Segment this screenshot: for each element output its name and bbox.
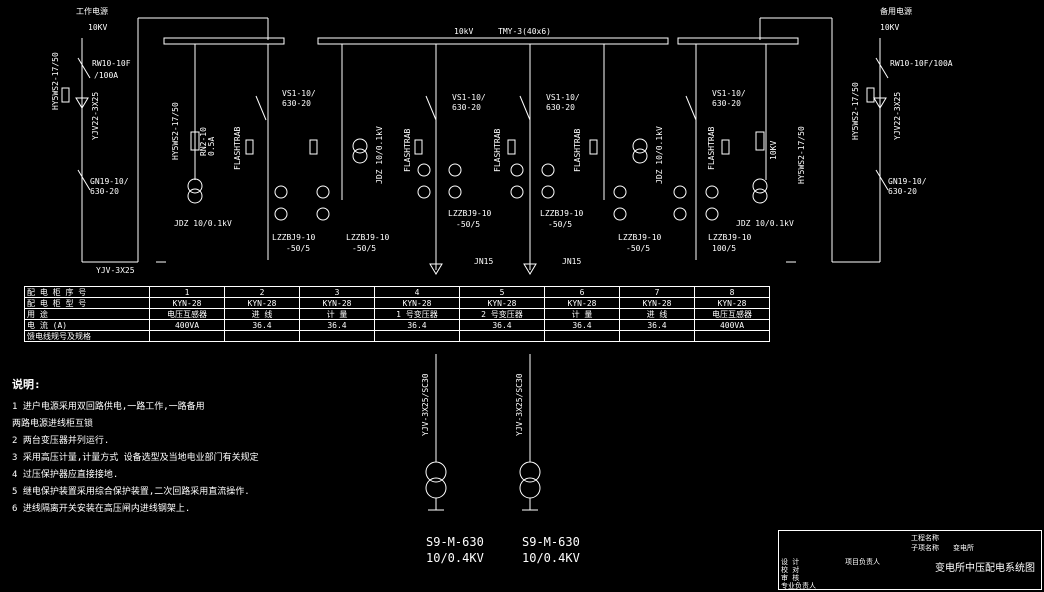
device-label: VS1-10/ bbox=[712, 89, 746, 98]
right-switch-rating: 630-20 bbox=[888, 187, 917, 196]
row-header: 配 电 柜 序 号 bbox=[24, 286, 150, 298]
device-label: RN2-10 bbox=[199, 127, 208, 156]
device-label: FLASHTRAB bbox=[403, 128, 412, 172]
left-fuse-rating: /100A bbox=[94, 71, 118, 80]
title-block-project: 变电所 bbox=[953, 544, 974, 552]
role: 审 核 bbox=[781, 574, 800, 582]
transformer-1-ratio: 10/0.4KV bbox=[426, 551, 484, 565]
device-label: -50/5 bbox=[548, 220, 572, 229]
device-label: HY5WS2-17/50 bbox=[171, 102, 180, 160]
device-label: LZZBJ9-10 bbox=[448, 209, 492, 218]
right-source-voltage: 10KV bbox=[880, 23, 899, 32]
device-label: FLASHTRAB bbox=[493, 128, 502, 172]
left-fuse: RW10-10F bbox=[92, 59, 131, 68]
role: 项目负责人 bbox=[845, 558, 880, 566]
transformer-1-model: S9-M-630 bbox=[426, 535, 484, 549]
device-label: 10KV bbox=[769, 141, 778, 160]
feeder-cable-1: YJV-3X25/SC30 bbox=[421, 373, 430, 436]
device-label: JDZ 10/0.1kV bbox=[655, 126, 664, 184]
device-label: HY5WS2-17/50 bbox=[797, 126, 806, 184]
device-label: FLASHTRAB bbox=[233, 126, 242, 170]
device-label: LZZBJ9-10 bbox=[708, 233, 752, 242]
transformer-2-ratio: 10/0.4KV bbox=[522, 551, 580, 565]
left-switch-rating: 630-20 bbox=[90, 187, 119, 196]
busbar-voltage: 10kV bbox=[454, 27, 473, 36]
device-label: 630-20 bbox=[452, 103, 481, 112]
title-block: 工程名称 子项名称 变电所 变电所中压配电系统图 设 计 校 对 审 核 专业负… bbox=[778, 530, 1042, 590]
device-label: FLASHTRAB bbox=[573, 128, 582, 172]
device-label: JDZ 10/0.1kV bbox=[174, 219, 232, 228]
device-label: LZZBJ9-10 bbox=[618, 233, 662, 242]
left-arrester: HY5WS2-17/50 bbox=[51, 52, 60, 110]
device-label: -50/5 bbox=[352, 244, 376, 253]
right-arrester: HY5WS2-17/50 bbox=[851, 82, 860, 140]
device-label: JDZ 10/0.1kV bbox=[375, 126, 384, 184]
row-header: 用 途 bbox=[24, 308, 150, 320]
device-label: -50/5 bbox=[626, 244, 650, 253]
switchgear-schedule: 配 电 柜 序 号 1 2 3 4 5 6 7 8 配 电 柜 型 号 KYN-… bbox=[24, 286, 770, 342]
notes-heading: 说明: bbox=[12, 378, 41, 391]
device-label: 630-20 bbox=[546, 103, 575, 112]
left-cable-head: YJV22-3X25 bbox=[91, 92, 100, 140]
note-item: 3 采用高压计量,计量方式 设备选型及当地电业部门有关规定 bbox=[12, 453, 259, 463]
note-item: 1 进户电源采用双回路供电,一路工作,一路备用 bbox=[12, 402, 205, 412]
table-row: 配 电 柜 序 号 1 2 3 4 5 6 7 8 bbox=[24, 286, 770, 298]
device-label: -50/5 bbox=[456, 220, 480, 229]
note-item: 5 继电保护装置采用综合保护装置,二次回路采用直流操作. bbox=[12, 487, 250, 497]
left-cable: YJV-3X25 bbox=[96, 266, 135, 275]
note-item: 4 过压保护器应直接接地. bbox=[12, 470, 119, 480]
device-label: LZZBJ9-10 bbox=[346, 233, 390, 242]
device-label: 630-20 bbox=[282, 99, 311, 108]
device-label: LZZBJ9-10 bbox=[272, 233, 316, 242]
device-label: VS1-10/ bbox=[282, 89, 316, 98]
left-source-title: 工作电源 bbox=[76, 6, 108, 16]
note-item: 6 进线隔离开关安装在高压闸内进线钢架上. bbox=[12, 504, 191, 514]
title-block-org1: 工程名称 bbox=[911, 534, 939, 542]
role: 专业负责人 bbox=[781, 582, 816, 590]
table-row: 配 电 柜 型 号 KYN-28 KYN-28 KYN-28 KYN-28 KY… bbox=[24, 297, 770, 309]
left-switch: GN19-10/ bbox=[90, 177, 129, 186]
transformer-2-model: S9-M-630 bbox=[522, 535, 580, 549]
device-label: LZZBJ9-10 bbox=[540, 209, 584, 218]
table-row: 电 流 (A) 400VA 36.4 36.4 36.4 36.4 36.4 3… bbox=[24, 319, 770, 331]
right-source-title: 备用电源 bbox=[880, 6, 912, 16]
drawing-title: 变电所中压配电系统图 bbox=[935, 563, 1035, 574]
title-block-org2: 子项名称 bbox=[911, 544, 939, 552]
left-source-voltage: 10KV bbox=[88, 23, 107, 32]
device-label: 100/5 bbox=[712, 244, 736, 253]
device-label: JDZ 10/0.1kV bbox=[736, 219, 794, 228]
device-label: 0.5A bbox=[207, 137, 216, 156]
right-cable-head: YJV22-3X25 bbox=[893, 92, 902, 140]
device-label: -50/5 bbox=[286, 244, 310, 253]
right-fuse: RW10-10F/100A bbox=[890, 59, 953, 68]
note-item: 两路电源进线柜互锁 bbox=[12, 419, 94, 429]
note-item: 2 两台变压器并列运行. bbox=[12, 436, 110, 446]
device-label: FLASHTRAB bbox=[707, 126, 716, 170]
device-label: 630-20 bbox=[712, 99, 741, 108]
role: 校 对 bbox=[781, 566, 800, 574]
row-header: 配 电 柜 型 号 bbox=[24, 297, 150, 309]
device-label: JN15 bbox=[474, 257, 493, 266]
device-label: VS1-10/ bbox=[452, 93, 486, 102]
table-row: 馈电线规号及规格 bbox=[24, 330, 770, 342]
busbar-spec: TMY-3(40x6) bbox=[498, 27, 551, 36]
device-label: VS1-10/ bbox=[546, 93, 580, 102]
role: 设 计 bbox=[781, 558, 800, 566]
right-switch: GN19-10/ bbox=[888, 177, 927, 186]
table-row: 用 途 电压互感器 进 线 计 量 1 号变压器 2 号变压器 计 量 进 线 … bbox=[24, 308, 770, 320]
feeder-cable-2: YJV-3X25/SC30 bbox=[515, 373, 524, 436]
notes-block: 说明: 1 进户电源采用双回路供电,一路工作,一路备用 两路电源进线柜互锁 2 … bbox=[12, 376, 412, 518]
device-label: JN15 bbox=[562, 257, 581, 266]
row-header: 电 流 (A) bbox=[24, 319, 150, 331]
row-header: 馈电线规号及规格 bbox=[24, 330, 150, 342]
